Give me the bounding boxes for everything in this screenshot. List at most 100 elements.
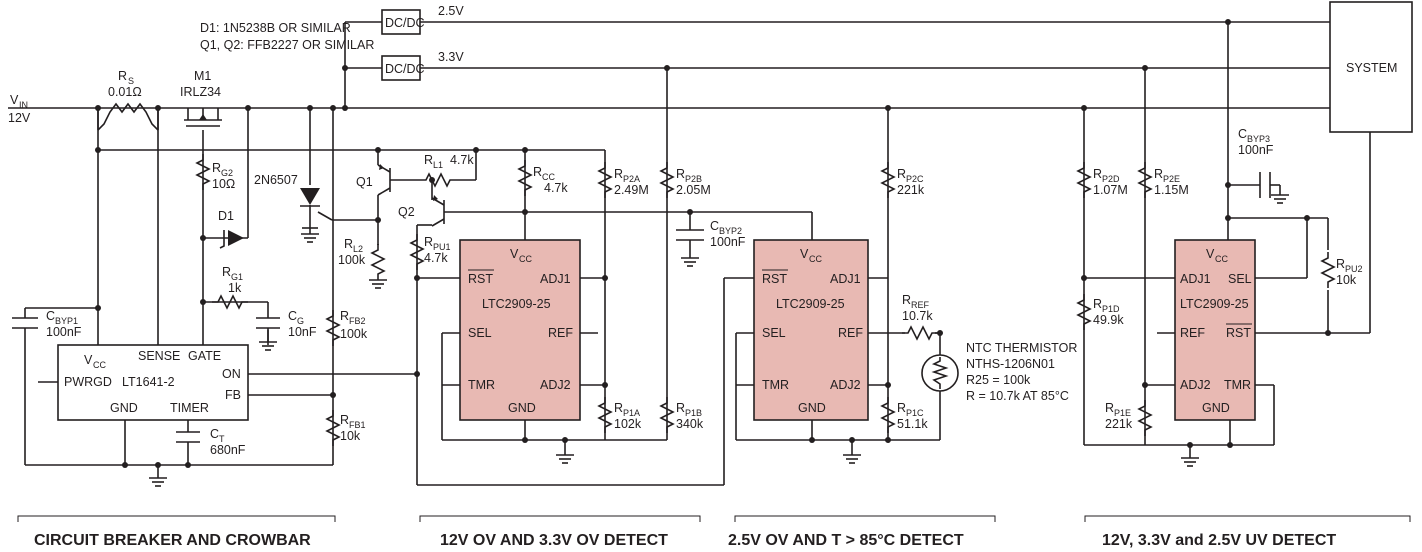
ltc3-vcc-sub: CC	[1215, 254, 1228, 264]
ltc2-name: LTC2909-25	[776, 297, 845, 311]
rl2-name: R	[344, 237, 353, 251]
rl1-label: R L1 4.7k	[424, 153, 474, 170]
rp2c-sub: P2C	[906, 174, 924, 184]
rp2e-label: R P2E 1.15M	[1154, 167, 1189, 197]
ltc1-ref: REF	[548, 326, 573, 340]
rref-name: R	[902, 293, 911, 307]
rp1b-label: R P1B 340k	[676, 401, 704, 431]
ct-sub: T	[219, 434, 225, 444]
rp2e-sub: P2E	[1163, 174, 1180, 184]
rpu1-sub: PU1	[433, 242, 451, 252]
resistor-rp1e	[1138, 399, 1152, 437]
lt1641-sense: SENSE	[138, 349, 180, 363]
ltc2-rst: RST	[762, 272, 787, 286]
rg1-value: 1k	[228, 281, 242, 295]
rfb2-value: 100k	[340, 327, 368, 341]
rl2-value: 100k	[338, 253, 366, 267]
system-label: SYSTEM	[1346, 61, 1397, 75]
rs-name: R	[118, 69, 127, 83]
rpu2-label: R PU2 10k	[1336, 257, 1363, 287]
cbyp3-value: 100nF	[1238, 143, 1274, 157]
ic-ltc2909-1: V CC RST ADJ1 LTC2909-25 SEL REF TMR ADJ…	[459, 239, 581, 421]
dcdc-converter-3v3: DC/DC 3.3V	[381, 50, 464, 81]
rp1c-name: R	[897, 401, 906, 415]
resistor-rp2a	[598, 161, 612, 199]
m1-name: M1	[194, 69, 211, 83]
resistor-rp1d	[1077, 293, 1091, 331]
ltc3-rst: RST	[1226, 326, 1251, 340]
resistor-rp2d	[1077, 161, 1091, 199]
ltc2-vcc-sub: CC	[809, 254, 822, 264]
rcc-label: R CC 4.7k	[533, 165, 568, 195]
resistor-rp2c	[881, 161, 895, 199]
rs-value: 0.01Ω	[108, 85, 142, 99]
lt1641-name: LT1641-2	[122, 375, 175, 389]
thermistor-line1: NTC THERMISTOR	[966, 341, 1077, 355]
note-q1q2: Q1, Q2: FFB2227 OR SIMILAR	[200, 38, 374, 52]
thermistor-line2: NTHS-1206N01	[966, 357, 1055, 371]
rfb2-name: R	[340, 309, 349, 323]
vin-sub: IN	[19, 100, 28, 110]
cbyp3-sub: BYP3	[1247, 134, 1270, 144]
rpu1-value: 4.7k	[424, 251, 448, 265]
rp1a-value: 102k	[614, 417, 642, 431]
resistor-rg1	[211, 295, 249, 309]
ltc3-gnd: GND	[1202, 401, 1230, 415]
ltc3-name: LTC2909-25	[1180, 297, 1249, 311]
rp2c-value: 221k	[897, 183, 925, 197]
ltc2-vcc: V	[800, 247, 809, 261]
ground-ltc1	[555, 454, 575, 464]
rp2d-sub: P2D	[1102, 174, 1120, 184]
rp1d-name: R	[1093, 297, 1102, 311]
rp2d-value: 1.07M	[1093, 183, 1128, 197]
ground-rl2	[368, 279, 388, 289]
rp2d-label: R P2D 1.07M	[1093, 167, 1128, 197]
capacitor-cbyp1: C BYP1 100nF	[12, 309, 82, 339]
cbyp1-sub: BYP1	[55, 316, 78, 326]
rref-sub: REF	[911, 300, 930, 310]
capacitor-cbyp3: C BYP3 100nF	[1238, 127, 1290, 204]
ltc1-vcc: V	[510, 247, 519, 261]
q1-name: Q1	[356, 175, 373, 189]
rg2-label: R G2 10Ω	[212, 161, 235, 191]
cbyp2-sub: BYP2	[719, 226, 742, 236]
rp2b-label: R P2B 2.05M	[676, 167, 711, 197]
rg2-value: 10Ω	[212, 177, 235, 191]
rfb1-sub: FB1	[349, 420, 366, 430]
ic-lt1641: V CC SENSE GATE ON PWRGD LT1641-2 FB GND…	[57, 344, 249, 421]
lt1641-vcc-sub: CC	[93, 360, 106, 370]
ntc-thermistor: NTC THERMISTOR NTHS-1206N01 R25 = 100k R…	[921, 341, 1077, 403]
ltc1-tmr: TMR	[468, 378, 495, 392]
resistor-rp2b	[660, 161, 674, 199]
lt1641-vcc: V	[84, 353, 93, 367]
rg2-name: R	[212, 161, 221, 175]
cg-value: 10nF	[288, 325, 317, 339]
rl2-label: R L2 100k	[338, 237, 366, 267]
dcdc2-out: 3.3V	[438, 50, 464, 64]
resistor-rref	[901, 326, 939, 340]
ic-ltc2909-2: V CC RST ADJ1 LTC2909-25 SEL REF TMR ADJ…	[753, 239, 869, 421]
ltc1-sel: SEL	[468, 326, 492, 340]
ground-lt1641	[148, 477, 168, 487]
ic-ltc2909-3: V CC ADJ1 SEL LTC2909-25 REF RST ADJ2 TM…	[1174, 239, 1256, 421]
rp1b-value: 340k	[676, 417, 704, 431]
ltc1-vcc-sub: CC	[519, 254, 532, 264]
m1-part: IRLZ34	[180, 85, 221, 99]
cbyp2-value: 100nF	[710, 235, 746, 249]
rp2c-name: R	[897, 167, 906, 181]
d1-name: D1	[218, 209, 234, 223]
rp1e-value: 221k	[1105, 417, 1133, 431]
rp1a-label: R P1A 102k	[614, 401, 642, 431]
ct-name: C	[210, 427, 219, 441]
resistor-rp1b	[660, 396, 674, 434]
ltc1-gnd: GND	[508, 401, 536, 415]
rp1b-sub: P1B	[685, 408, 702, 418]
rp2a-sub: P2A	[623, 174, 640, 184]
rp2b-value: 2.05M	[676, 183, 711, 197]
rg1-label: R G1 1k	[222, 265, 243, 295]
rl2-sub: L2	[353, 244, 363, 254]
capacitor-cg: C G 10nF	[256, 309, 317, 351]
rcc-value: 4.7k	[544, 181, 568, 195]
rp1b-name: R	[676, 401, 685, 415]
